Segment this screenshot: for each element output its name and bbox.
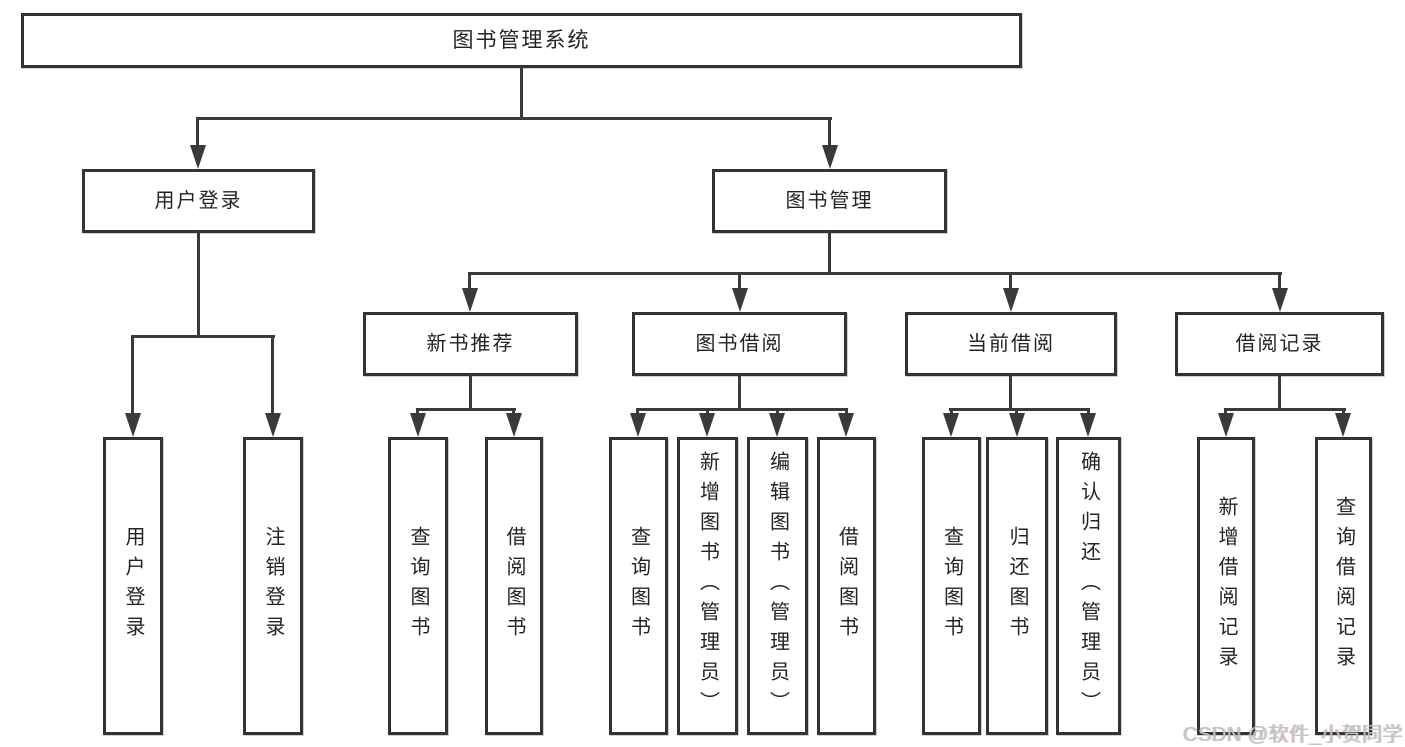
line: [738, 374, 741, 410]
arrowhead: [1218, 413, 1234, 437]
node-add-borrow-record: 新增借阅记录: [1197, 437, 1255, 735]
line: [416, 408, 516, 411]
line: [520, 66, 523, 119]
line: [738, 274, 741, 290]
node-user-login: 用户登录: [82, 169, 315, 233]
arrowhead: [699, 413, 715, 437]
arrowhead: [125, 413, 141, 437]
node-confirm-return-admin: 确认归还（管理员）: [1056, 437, 1121, 735]
line: [949, 408, 1090, 411]
node-current-borrowing: 当前借阅: [905, 312, 1117, 376]
node-borrow-books-action: 借阅图书: [817, 437, 876, 735]
line: [469, 374, 472, 410]
node-borrowing-records: 借阅记录: [1175, 312, 1384, 376]
node-book-management: 图书管理: [712, 169, 947, 233]
node-edit-books-admin: 编辑图书（管理员）: [747, 437, 808, 735]
node-user-login-action: 用户登录: [103, 437, 163, 735]
node-logout-action: 注销登录: [243, 437, 303, 735]
line: [1009, 274, 1012, 290]
arrowhead: [1003, 288, 1019, 312]
line: [468, 272, 1282, 275]
node-borrow-books-recommend: 借阅图书: [485, 437, 543, 735]
node-library-management-system: 图书管理系统: [21, 13, 1022, 68]
arrowhead: [838, 413, 854, 437]
arrowhead: [1009, 413, 1025, 437]
arrowhead: [769, 413, 785, 437]
line: [1278, 274, 1281, 290]
line: [828, 119, 831, 147]
line: [196, 117, 832, 120]
node-query-books-current: 查询图书: [922, 437, 981, 735]
line: [131, 335, 275, 338]
line: [196, 119, 199, 147]
node-new-book-recommendation: 新书推荐: [363, 312, 578, 376]
node-return-books: 归还图书: [986, 437, 1048, 735]
arrowhead: [943, 413, 959, 437]
line: [1224, 408, 1346, 411]
arrowhead: [822, 145, 838, 169]
node-query-books-borrow: 查询图书: [609, 437, 668, 735]
line: [828, 231, 831, 274]
line: [468, 274, 471, 290]
arrowhead: [1272, 288, 1288, 312]
node-book-borrowing: 图书借阅: [632, 312, 847, 376]
arrowhead: [462, 288, 478, 312]
arrowhead: [190, 145, 206, 169]
node-query-borrow-record: 查询借阅记录: [1315, 437, 1372, 735]
arrowhead: [732, 288, 748, 312]
arrowhead: [506, 413, 522, 437]
arrowhead: [1080, 413, 1096, 437]
line: [197, 231, 200, 335]
arrowhead: [1335, 413, 1351, 437]
line: [271, 337, 274, 415]
line: [1009, 374, 1012, 410]
arrowhead: [630, 413, 646, 437]
line: [131, 337, 134, 415]
arrowhead: [265, 413, 281, 437]
line: [636, 408, 848, 411]
csdn-watermark: CSDN @软件_小贺同学: [1183, 724, 1404, 746]
line: [1278, 374, 1281, 410]
node-query-books-recommend: 查询图书: [388, 437, 448, 735]
arrowhead: [410, 413, 426, 437]
node-add-books-admin: 新增图书（管理员）: [677, 437, 738, 735]
